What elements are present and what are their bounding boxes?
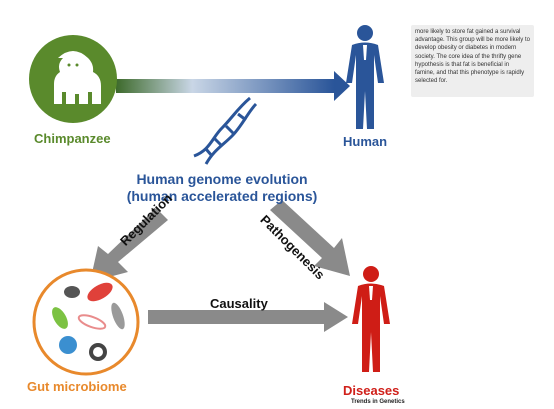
tooltip-note: more likely to store fat gained a surviv… — [411, 25, 534, 97]
genome-evolution-line1: Human genome evolution — [136, 171, 308, 187]
pathogenesis-arrow — [270, 200, 350, 276]
human-label: Human — [343, 134, 388, 149]
chimpanzee-label: Chimpanzee — [34, 131, 111, 146]
regulation-arrow — [90, 208, 168, 282]
genome-evolution-title: Human genome evolution (human accelerate… — [112, 171, 332, 205]
source-credit: Trends in Genetics — [351, 399, 405, 405]
causality-label: Causality — [210, 296, 268, 311]
gut-microbiome-label: Gut microbiome — [27, 379, 127, 394]
human-icon — [346, 25, 384, 129]
diseases-icon — [352, 266, 390, 372]
diseases-label: Diseases — [343, 383, 400, 398]
evolution-arrow — [116, 71, 350, 101]
gut-microbiome-icon — [32, 268, 140, 376]
dna-icon — [193, 96, 258, 165]
chimpanzee-icon — [29, 35, 117, 123]
genome-evolution-line2: (human accelerated regions) — [126, 188, 318, 204]
causality-arrow — [148, 302, 348, 332]
